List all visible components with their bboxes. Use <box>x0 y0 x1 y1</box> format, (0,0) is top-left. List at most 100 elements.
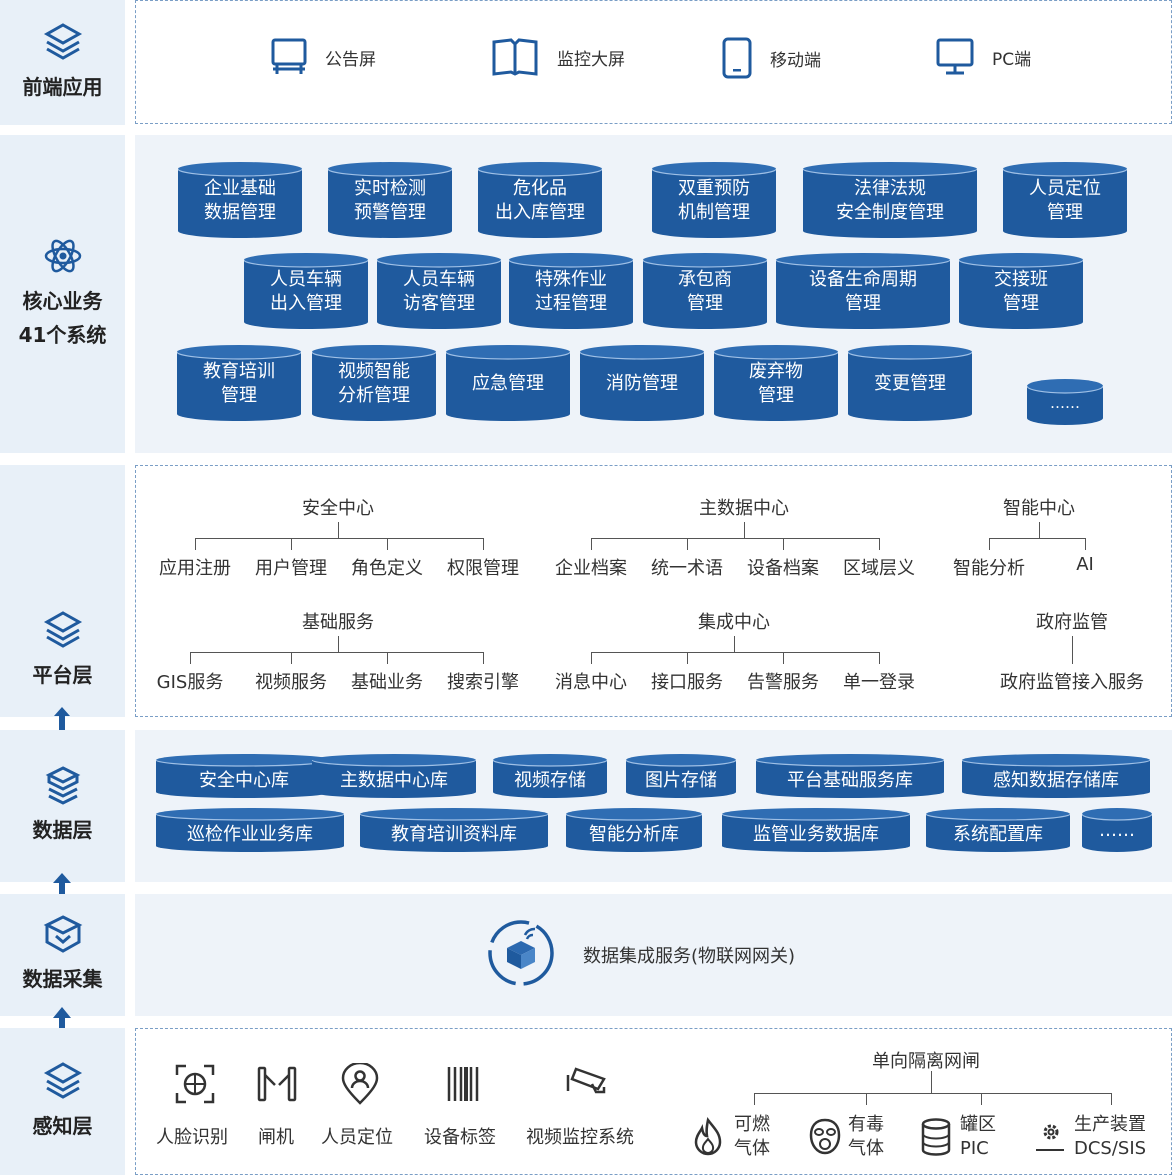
data-store-pill[interactable]: 安全中心库 <box>155 754 333 798</box>
core-system-cylinder[interactable]: 交接班管理 <box>959 253 1083 329</box>
core-system-cylinder[interactable]: …… <box>1027 379 1103 425</box>
core-system-cylinder[interactable]: 变更管理 <box>848 345 972 421</box>
sense-item-face-label: 人脸识别 <box>156 1127 228 1148</box>
gateway-tree-drop <box>754 1093 755 1105</box>
core-system-cylinder-line: 管理 <box>1003 293 1039 314</box>
sense-right-dcs-l1: 生产装置 <box>1074 1114 1146 1135</box>
sense-right-toxic: 有毒 气体 <box>848 1113 884 1161</box>
data-store-pill-label: 安全中心库 <box>199 770 289 791</box>
integration-center-child: 告警服务 <box>747 672 819 693</box>
core-system-cylinder[interactable]: 实时检测预警管理 <box>328 162 452 238</box>
base-service-child: 视频服务 <box>255 672 327 693</box>
base-service-child: 搜索引擎 <box>447 672 519 693</box>
core-system-cylinder[interactable]: 企业基础数据管理 <box>178 162 302 238</box>
core-system-cylinder-line: 人员车辆 <box>403 269 475 290</box>
core-system-cylinder-line: 变更管理 <box>874 373 946 394</box>
gas-mask-icon <box>809 1118 841 1155</box>
master-data-center-stem <box>744 522 745 538</box>
core-system-cylinder[interactable]: 人员车辆出入管理 <box>244 253 368 329</box>
sense-right-flammable: 可燃 气体 <box>734 1113 770 1161</box>
data-store-pill[interactable]: 感知数据存储库 <box>961 754 1151 798</box>
data-store-pill[interactable]: 主数据中心库 <box>311 754 477 798</box>
core-system-cylinder[interactable]: 承包商管理 <box>643 253 767 329</box>
gear-underline <box>1036 1149 1064 1151</box>
frontend-item-mobile[interactable]: 移动端 <box>722 37 821 79</box>
core-system-cylinder[interactable]: 法律法规安全制度管理 <box>803 162 977 238</box>
core-system-cylinder[interactable]: 人员车辆访客管理 <box>377 253 501 329</box>
ai-center-child: 智能分析 <box>953 558 1025 579</box>
data-store-pill-label: 平台基础服务库 <box>787 770 913 791</box>
gateway-title: 单向隔离网闸 <box>872 1051 980 1072</box>
data-store-pill[interactable]: 智能分析库 <box>565 808 703 852</box>
layers-stack-icon <box>43 611 82 648</box>
frontend-item-pc[interactable]: PC端 <box>936 37 1031 77</box>
sense-item-tag-label: 设备标签 <box>424 1127 496 1148</box>
gateway-tree-drop <box>866 1093 867 1105</box>
sense-right-dcs-l2: DCS/SIS <box>1074 1138 1147 1159</box>
core-system-cylinder-line: 法律法规 <box>854 178 926 199</box>
core-system-cylinder-line: 应急管理 <box>472 373 544 394</box>
core-system-cylinder-line: 分析管理 <box>338 385 410 406</box>
layer-title-sense: 感知层 <box>32 1113 93 1138</box>
sense-panel: 人脸识别 闸机 人员定位 设备标签 视频监控系统 单向隔离网闸 可燃 气体 <box>135 1028 1172 1175</box>
sense-right-tank-l1: 罐区 <box>960 1114 996 1135</box>
core-system-cylinder-line: 交接班 <box>994 269 1048 290</box>
integration-center-drop <box>879 652 880 664</box>
sense-item-location-label: 人员定位 <box>321 1127 393 1148</box>
base-service-drop <box>190 652 191 664</box>
ai-center-stem <box>1039 522 1040 538</box>
core-system-cylinder-line: 出入管理 <box>270 293 342 314</box>
base-service-child: GIS服务 <box>156 672 224 693</box>
core-system-cylinder-line: 特殊作业 <box>535 269 607 290</box>
core-system-cylinder-line: 安全制度管理 <box>836 202 944 223</box>
data-store-pill[interactable]: 视频存储 <box>492 754 608 798</box>
ai-center-child: AI <box>1076 554 1094 575</box>
integration-center-child: 消息中心 <box>555 672 627 693</box>
frontend-item-big-screen[interactable]: 监控大屏 <box>491 37 625 77</box>
security-center-bar <box>195 538 483 539</box>
core-system-cylinder[interactable]: 双重预防机制管理 <box>652 162 776 238</box>
core-system-cylinder-line: 管理 <box>687 293 723 314</box>
data-store-pill[interactable]: 监管业务数据库 <box>721 808 911 852</box>
core-system-cylinder[interactable]: 危化品出入库管理 <box>478 162 602 238</box>
integration-center-bar <box>591 652 879 653</box>
data-store-pill[interactable]: 平台基础服务库 <box>755 754 945 798</box>
sense-item-cctv-label: 视频监控系统 <box>526 1127 634 1148</box>
layers-sense-icon <box>43 1061 82 1099</box>
integration-center-child: 单一登录 <box>843 672 915 693</box>
ai-center-title: 智能中心 <box>1003 498 1075 519</box>
frontend-label: 监控大屏 <box>557 49 625 70</box>
data-store-pill[interactable]: 系统配置库 <box>925 808 1071 852</box>
data-store-pill-label: 主数据中心库 <box>340 770 448 791</box>
barcode-tag-icon <box>447 1067 479 1101</box>
master-data-center-child: 设备档案 <box>747 558 819 579</box>
up-arrow-icon <box>53 873 71 895</box>
core-system-cylinder-line: 教育培训 <box>203 361 275 382</box>
frontend-panel: 公告屏 监控大屏 移动端 PC端 <box>135 0 1172 124</box>
core-system-cylinder[interactable]: 视频智能分析管理 <box>312 345 436 421</box>
integration-center-drop <box>687 652 688 664</box>
sense-right-flammable-l1: 可燃 <box>734 1114 770 1135</box>
data-store-pill-label: 教育培训资料库 <box>391 824 517 845</box>
data-store-pill[interactable]: 巡检作业业务库 <box>155 808 345 852</box>
data-store-pill[interactable]: …… <box>1081 808 1153 852</box>
core-system-cylinder[interactable]: 设备生命周期管理 <box>776 253 950 329</box>
layer-label-core: 核心业务 41个系统 <box>0 135 125 453</box>
frontend-item-bulletin[interactable]: 公告屏 <box>271 37 376 77</box>
core-system-cylinder[interactable]: 废弃物管理 <box>714 345 838 421</box>
core-system-cylinder[interactable]: 应急管理 <box>446 345 570 421</box>
face-recognition-icon <box>175 1064 215 1104</box>
core-system-cylinder-line: 承包商 <box>678 269 732 290</box>
master-data-center-child: 企业档案 <box>555 558 627 579</box>
data-store-pill[interactable]: 图片存储 <box>625 754 737 798</box>
integration-center-child: 接口服务 <box>651 672 723 693</box>
layer-title-frontend: 前端应用 <box>22 74 103 99</box>
core-system-cylinder[interactable]: 消防管理 <box>580 345 704 421</box>
pc-monitor-icon <box>936 38 974 75</box>
data-store-pill[interactable]: 教育培训资料库 <box>359 808 549 852</box>
core-system-cylinder[interactable]: 特殊作业过程管理 <box>509 253 633 329</box>
master-data-center-child: 统一术语 <box>651 558 723 579</box>
core-system-cylinder[interactable]: 教育培训管理 <box>177 345 301 421</box>
sense-item-gate-label: 闸机 <box>258 1127 294 1148</box>
core-system-cylinder[interactable]: 人员定位管理 <box>1003 162 1127 238</box>
